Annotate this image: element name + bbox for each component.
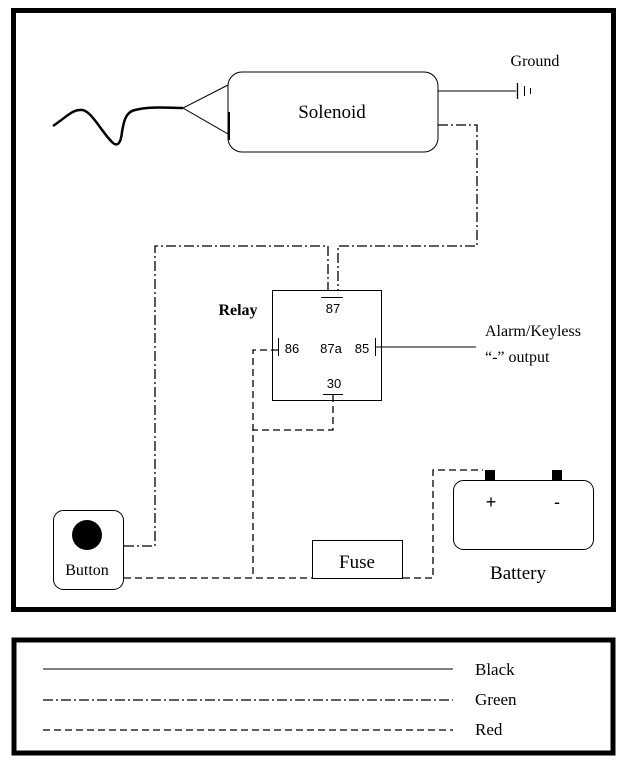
relay-label: Relay bbox=[218, 302, 257, 319]
button-component: Button bbox=[53, 510, 124, 590]
green-wire-relay87-to-button bbox=[124, 245, 329, 547]
battery-negative-terminal bbox=[552, 470, 562, 480]
battery-plus-sign: + bbox=[486, 492, 497, 512]
pin-87a-label: 87a bbox=[320, 341, 342, 356]
fuse-label: Fuse bbox=[339, 552, 375, 573]
pin-85-label: 85 bbox=[355, 341, 369, 356]
ground-label: Ground bbox=[511, 53, 560, 70]
legend-label-red: Red bbox=[475, 720, 503, 739]
battery-positive-terminal bbox=[485, 470, 495, 480]
alarm-label-line2: “-” output bbox=[485, 349, 550, 366]
battery-label: Battery bbox=[490, 563, 546, 584]
battery: + - Battery bbox=[453, 470, 594, 584]
relay: 87 86 87a 85 30 Relay bbox=[218, 290, 382, 401]
squiggle-cable bbox=[52, 106, 184, 146]
legend-label-green: Green bbox=[475, 690, 517, 709]
diagram-frame bbox=[11, 8, 616, 612]
alarm-label-line1: Alarm/Keyless bbox=[485, 323, 581, 340]
fuse: Fuse bbox=[312, 540, 403, 579]
solenoid-label: Solenoid bbox=[298, 102, 366, 123]
red-wire-fuse-to-battery bbox=[403, 469, 483, 579]
relay-body bbox=[272, 290, 382, 401]
button-knob-icon bbox=[72, 520, 102, 550]
fuse-body bbox=[312, 540, 403, 579]
pin-87-label: 87 bbox=[326, 301, 340, 316]
solenoid: Solenoid bbox=[227, 71, 439, 153]
solenoid-plunger bbox=[181, 84, 229, 135]
green-wire-solenoid-to-relay87 bbox=[337, 124, 478, 292]
ground: Ground bbox=[438, 53, 559, 99]
red-wire-relay86 bbox=[252, 349, 278, 578]
button-label: Button bbox=[65, 562, 109, 579]
legend-label-black: Black bbox=[475, 660, 515, 679]
pin-30-label: 30 bbox=[327, 376, 341, 391]
red-wire-relay30 bbox=[253, 395, 334, 431]
legend: Black Green Red bbox=[11, 637, 616, 756]
button-body bbox=[53, 510, 124, 590]
battery-minus-sign: - bbox=[554, 492, 560, 512]
pin-86-label: 86 bbox=[285, 341, 299, 356]
battery-body bbox=[453, 480, 594, 550]
legend-frame bbox=[11, 637, 616, 756]
